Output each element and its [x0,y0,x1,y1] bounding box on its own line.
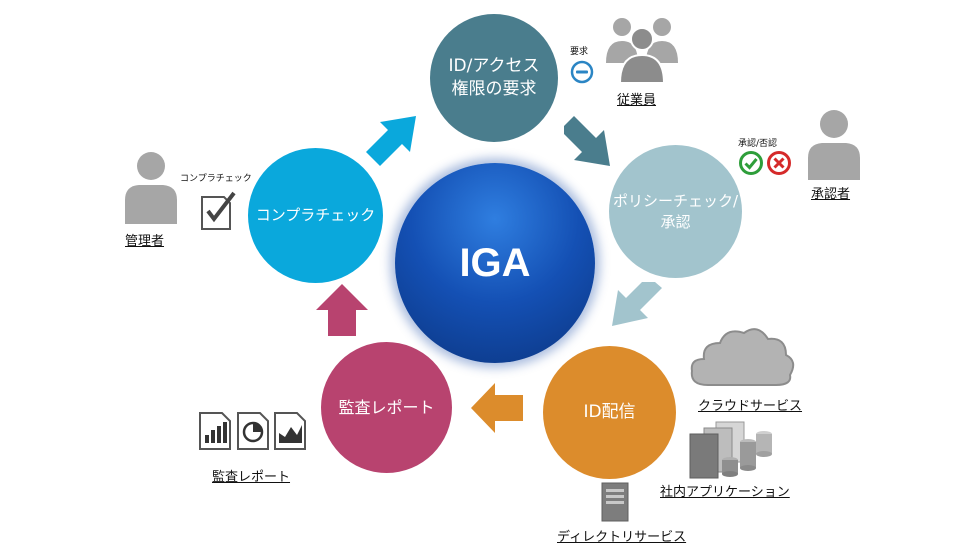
check-circle-icon [739,151,763,175]
area-chart-report-icon [274,412,306,450]
approve-deny-tag: 承認/否認 [738,139,778,149]
arrow-provision-to-audit [471,383,523,433]
node-compliance-check-label: コンプラチェック [255,206,376,225]
minus-circle-icon [570,60,594,84]
people-icon [606,18,678,84]
request-tag: 要求 [570,47,589,57]
admin-label: 管理者 [125,234,165,249]
arrow-policy-to-provision [612,282,662,326]
node-id-access-request-label: ID/アクセス 権限の要求 [448,56,540,99]
x-circle-icon [767,151,791,175]
audit-report-label: 監査レポート [212,470,291,485]
compliance-check-tag: コンプラチェック [180,174,252,184]
node-policy-check-approval-label: ポリシーチェック/ 承認 [612,192,739,231]
node-id-provisioning-label: ID配信 [583,402,636,423]
center-iga: IGA [395,163,595,363]
node-audit-report-label: 監査レポート [338,397,435,417]
server-icon [601,482,629,522]
checklist-document-icon [201,191,236,230]
internal-apps-label: 社内アプリケーション [660,485,790,500]
cloud-icon [690,328,795,386]
arrow-request-to-policy [564,116,610,166]
admin-person-icon [125,152,177,224]
approver-label: 承認者 [811,187,851,202]
bar-chart-report-icon [199,412,231,450]
server-storage-icon [689,421,772,479]
directory-service-label: ディレクトリサービス [557,530,687,545]
node-compliance-check: コンプラチェック [248,148,383,283]
arrow-audit-to-compliance [316,284,368,336]
employees-label: 従業員 [617,93,657,108]
arrow-compliance-to-request [366,116,416,166]
approver-person-icon [808,110,860,180]
cloud-service-label: クラウドサービス [698,399,803,414]
center-iga-label: IGA [459,241,531,285]
node-policy-check-approval: ポリシーチェック/ 承認 [609,145,742,278]
pie-chart-report-icon [237,412,269,450]
node-audit-report: 監査レポート [321,342,452,473]
node-id-access-request: ID/アクセス 権限の要求 [430,14,558,142]
node-id-provisioning: ID配信 [543,346,676,479]
